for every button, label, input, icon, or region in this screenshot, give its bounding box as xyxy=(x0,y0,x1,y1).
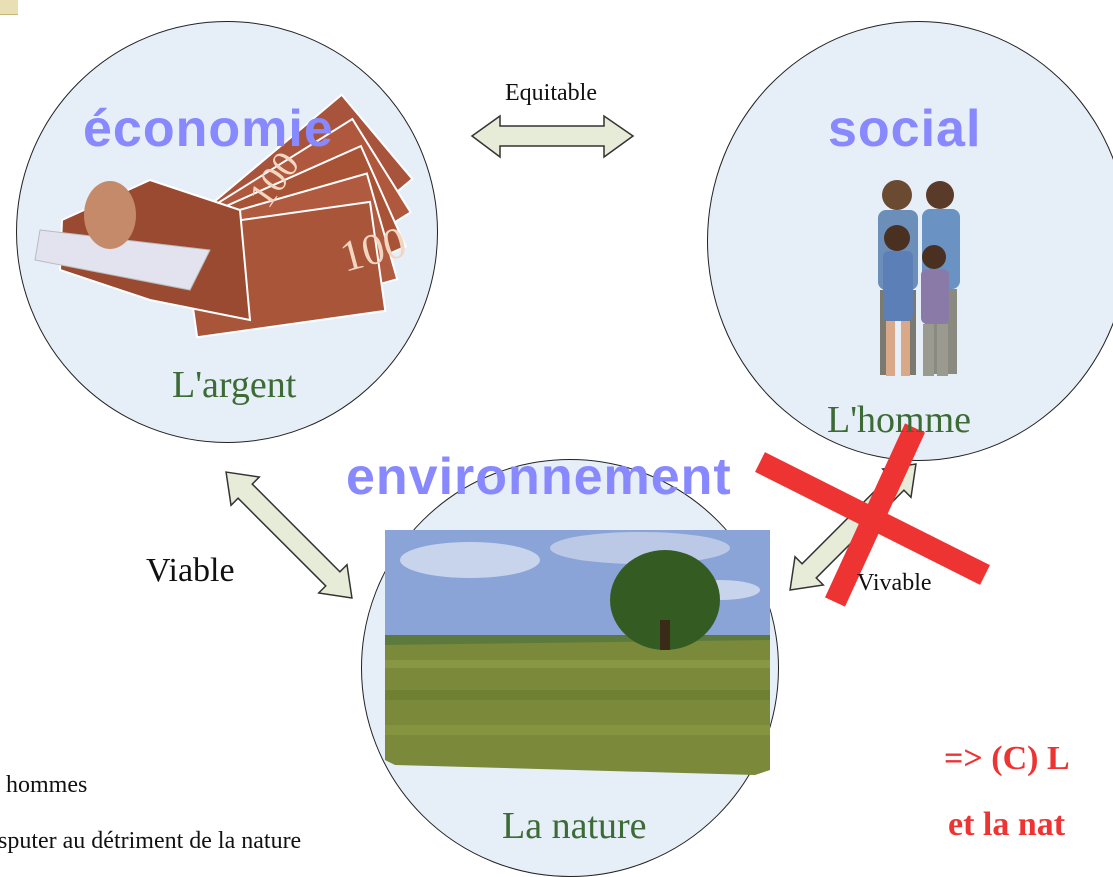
vivable-label: Vivable xyxy=(857,570,932,596)
red-cross xyxy=(755,423,990,607)
body-text-line-2: sputer au détriment de la nature xyxy=(0,828,302,854)
field-and-tree-picture xyxy=(385,530,770,775)
body-text-line-1: hommes xyxy=(6,772,88,798)
equitable-arrow xyxy=(470,114,635,159)
social-label: L'homme xyxy=(827,399,972,441)
viable-label: Viable xyxy=(146,552,235,589)
environnement-label: La nature xyxy=(502,805,647,847)
social-title: social xyxy=(828,100,982,158)
environnement-title: environnement xyxy=(346,448,732,506)
corner-thumbnail xyxy=(0,0,18,15)
conclusion-line-2: et la nat xyxy=(948,806,1066,843)
conclusion-line-1: => (C) L xyxy=(944,740,1070,777)
banknotes-picture: 100 100 xyxy=(34,93,414,339)
economie-label: L'argent xyxy=(172,364,297,406)
equitable-label: Equitable xyxy=(505,80,597,106)
viable-arrow xyxy=(225,471,353,599)
economie-title: économie xyxy=(83,100,334,158)
family-picture xyxy=(878,180,960,376)
